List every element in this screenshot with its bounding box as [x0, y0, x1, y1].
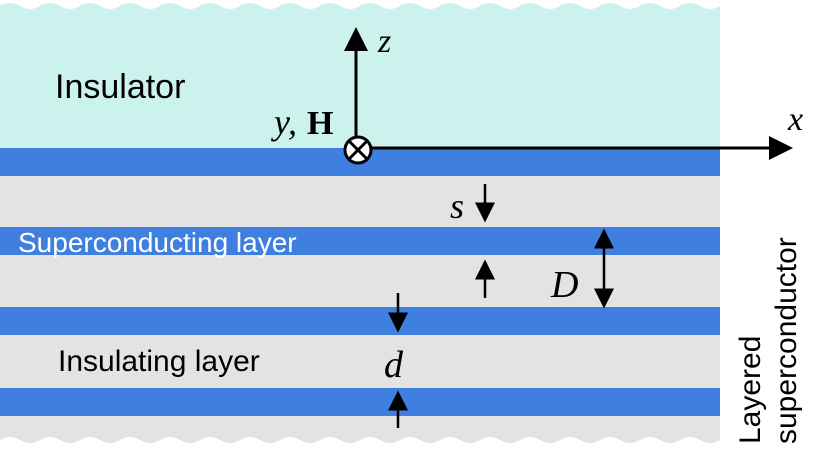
d-label: d: [384, 344, 404, 386]
superconductor-region: [0, 148, 720, 443]
superconducting-layer-label: Superconducting layer: [18, 227, 297, 258]
y-axis-label: y,: [271, 102, 297, 142]
D-label: D: [550, 264, 578, 306]
into-page-cross-2: [347, 139, 369, 161]
layered-superconductor-line1: Layered: [734, 336, 767, 444]
layered-superconductor-label: Layered superconductor: [734, 237, 803, 444]
insulator-label: Insulator: [55, 68, 185, 106]
insulator-region: [0, 3, 720, 148]
x-axis-label: x: [787, 101, 803, 138]
field-label: H: [307, 105, 333, 142]
insulating-layer-label: Insulating layer: [58, 345, 260, 378]
layered-superconductor-line2: superconductor: [770, 237, 803, 444]
superconducting-layer-4: [0, 388, 720, 416]
s-label: s: [450, 186, 464, 226]
superconducting-layer-3: [0, 307, 720, 335]
z-axis-label: z: [377, 23, 391, 60]
